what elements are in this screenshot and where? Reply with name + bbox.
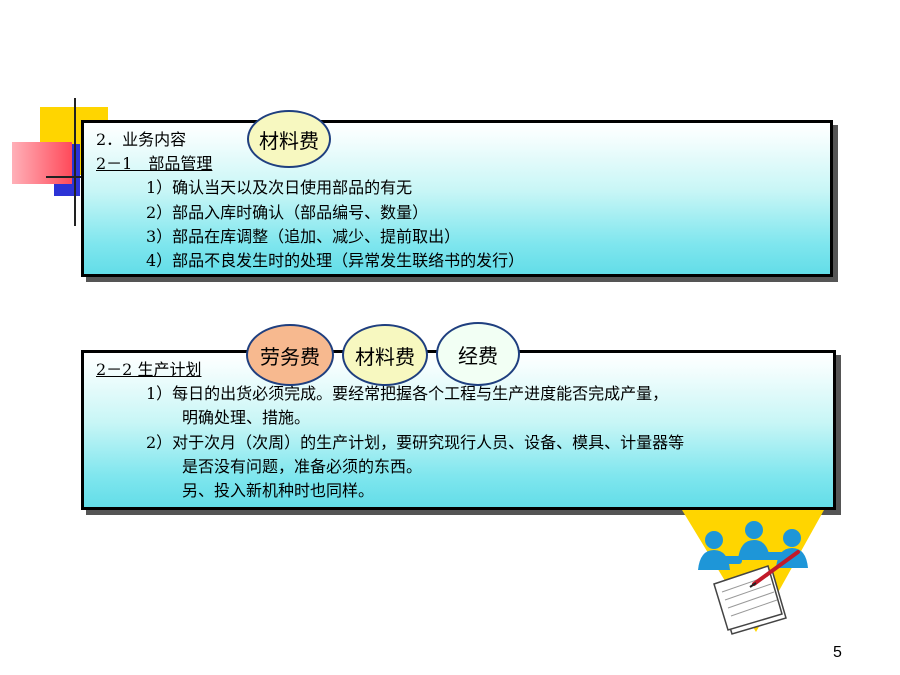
section2-subtitle: 2－2 生产计划 — [96, 360, 202, 379]
section1-item: 1）确认当天以及次日使用部品的有无 — [146, 178, 413, 197]
section2-line: 另、投入新机种时也同样。 — [182, 481, 375, 500]
expense-tag: 经费 — [436, 322, 520, 386]
section2-line: 2）对于次月（次周）的生产计划，要研究现行人员、设备、模具、计量器等 — [146, 433, 685, 452]
section1-subtitle: 2－1 部品管理 — [96, 154, 213, 173]
section2-line: 明确处理、措施。 — [182, 408, 311, 427]
section1-title: 2．业务内容 — [96, 130, 187, 149]
section1-box — [81, 120, 833, 277]
section1-item: 3）部品在库调整（追加、减少、提前取出） — [146, 227, 461, 246]
section2-line: 1）每日的出货必须完成。要经常把握各个工程与生产进度能否完成产量， — [146, 384, 669, 403]
section2-line: 是否没有问题，准备必须的东西。 — [182, 457, 423, 476]
meeting-clipart — [682, 510, 824, 635]
page-number: 5 — [833, 644, 842, 661]
deco-vertical-line — [74, 98, 76, 226]
labor-cost-tag: 劳务费 — [246, 324, 334, 386]
section1-item: 2）部品入库时确认（部品编号、数量） — [146, 203, 429, 222]
pen-icon — [749, 550, 800, 588]
section1-item: 4）部品不良发生时的处理（异常发生联络书的发行） — [146, 251, 525, 270]
deco-horizontal-line — [46, 176, 106, 178]
material-cost-tag: 材料费 — [342, 324, 428, 386]
people-silhouettes-icon — [698, 521, 808, 570]
document-icon — [713, 565, 787, 635]
material-cost-tag: 材料费 — [247, 110, 331, 168]
